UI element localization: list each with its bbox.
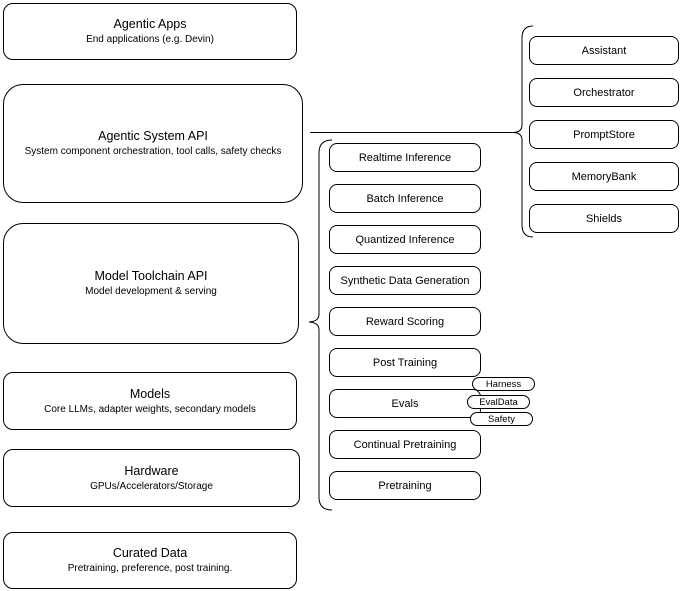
tag-harness: Harness <box>472 377 535 391</box>
node-agentic-apps: Agentic Apps End applications (e.g. Devi… <box>3 3 297 60</box>
node-title: Agentic Apps <box>113 17 187 32</box>
node-label: Post Training <box>372 356 438 369</box>
tag-label: EvalData <box>479 396 518 408</box>
node-reward-scoring: Reward Scoring <box>329 307 481 336</box>
node-subtitle: Core LLMs, adapter weights, secondary mo… <box>44 403 256 415</box>
tag-safety: Safety <box>470 412 533 426</box>
node-batch-inference: Batch Inference <box>329 184 481 213</box>
node-title: Models <box>129 386 171 401</box>
node-label: PromptStore <box>573 128 635 141</box>
node-assistant: Assistant <box>529 36 679 65</box>
node-quantized-inference: Quantized Inference <box>329 225 481 254</box>
node-synthetic-data-generation: Synthetic Data Generation <box>329 266 481 295</box>
node-promptstore: PromptStore <box>529 120 679 149</box>
node-realtime-inference: Realtime Inference <box>329 143 481 172</box>
node-title: Agentic System API <box>98 129 208 144</box>
node-subtitle: System component orchestration, tool cal… <box>24 146 282 158</box>
node-subtitle: Pretraining, preference, post training. <box>67 563 233 575</box>
node-title: Model Toolchain API <box>94 269 208 284</box>
tag-evaldata: EvalData <box>467 395 530 409</box>
node-shields: Shields <box>529 204 679 233</box>
node-curated-data: Curated Data Pretraining, preference, po… <box>3 532 297 589</box>
node-subtitle: End applications (e.g. Devin) <box>86 34 214 46</box>
node-label: Pretraining <box>378 479 432 492</box>
node-label: Realtime Inference <box>358 151 452 164</box>
node-label: Synthetic Data Generation <box>340 274 470 287</box>
node-agentic-system-api: Agentic System API System component orch… <box>3 84 303 203</box>
node-label: Quantized Inference <box>355 233 455 246</box>
node-post-training: Post Training <box>329 348 481 377</box>
node-evals: Evals <box>329 389 481 418</box>
node-subtitle: GPUs/Accelerators/Storage <box>90 480 213 492</box>
node-subtitle: Model development & serving <box>85 286 217 298</box>
node-models: Models Core LLMs, adapter weights, secon… <box>3 372 297 430</box>
node-memorybank: MemoryBank <box>529 162 679 191</box>
node-label: MemoryBank <box>571 170 637 183</box>
node-label: Continual Pretraining <box>353 438 457 451</box>
node-label: Assistant <box>581 44 627 57</box>
node-continual-pretraining: Continual Pretraining <box>329 430 481 459</box>
node-label: Orchestrator <box>573 86 635 99</box>
node-label: Evals <box>391 397 419 410</box>
node-model-toolchain-api: Model Toolchain API Model development & … <box>3 223 299 344</box>
node-hardware: Hardware GPUs/Accelerators/Storage <box>3 449 300 507</box>
node-label: Shields <box>585 212 623 225</box>
tag-label: Harness <box>485 378 522 390</box>
node-pretraining: Pretraining <box>329 471 481 500</box>
node-label: Batch Inference <box>366 192 444 205</box>
node-title: Hardware <box>124 463 179 478</box>
tag-label: Safety <box>488 413 515 425</box>
node-label: Reward Scoring <box>365 315 445 328</box>
node-title: Curated Data <box>112 546 188 561</box>
node-orchestrator: Orchestrator <box>529 78 679 107</box>
